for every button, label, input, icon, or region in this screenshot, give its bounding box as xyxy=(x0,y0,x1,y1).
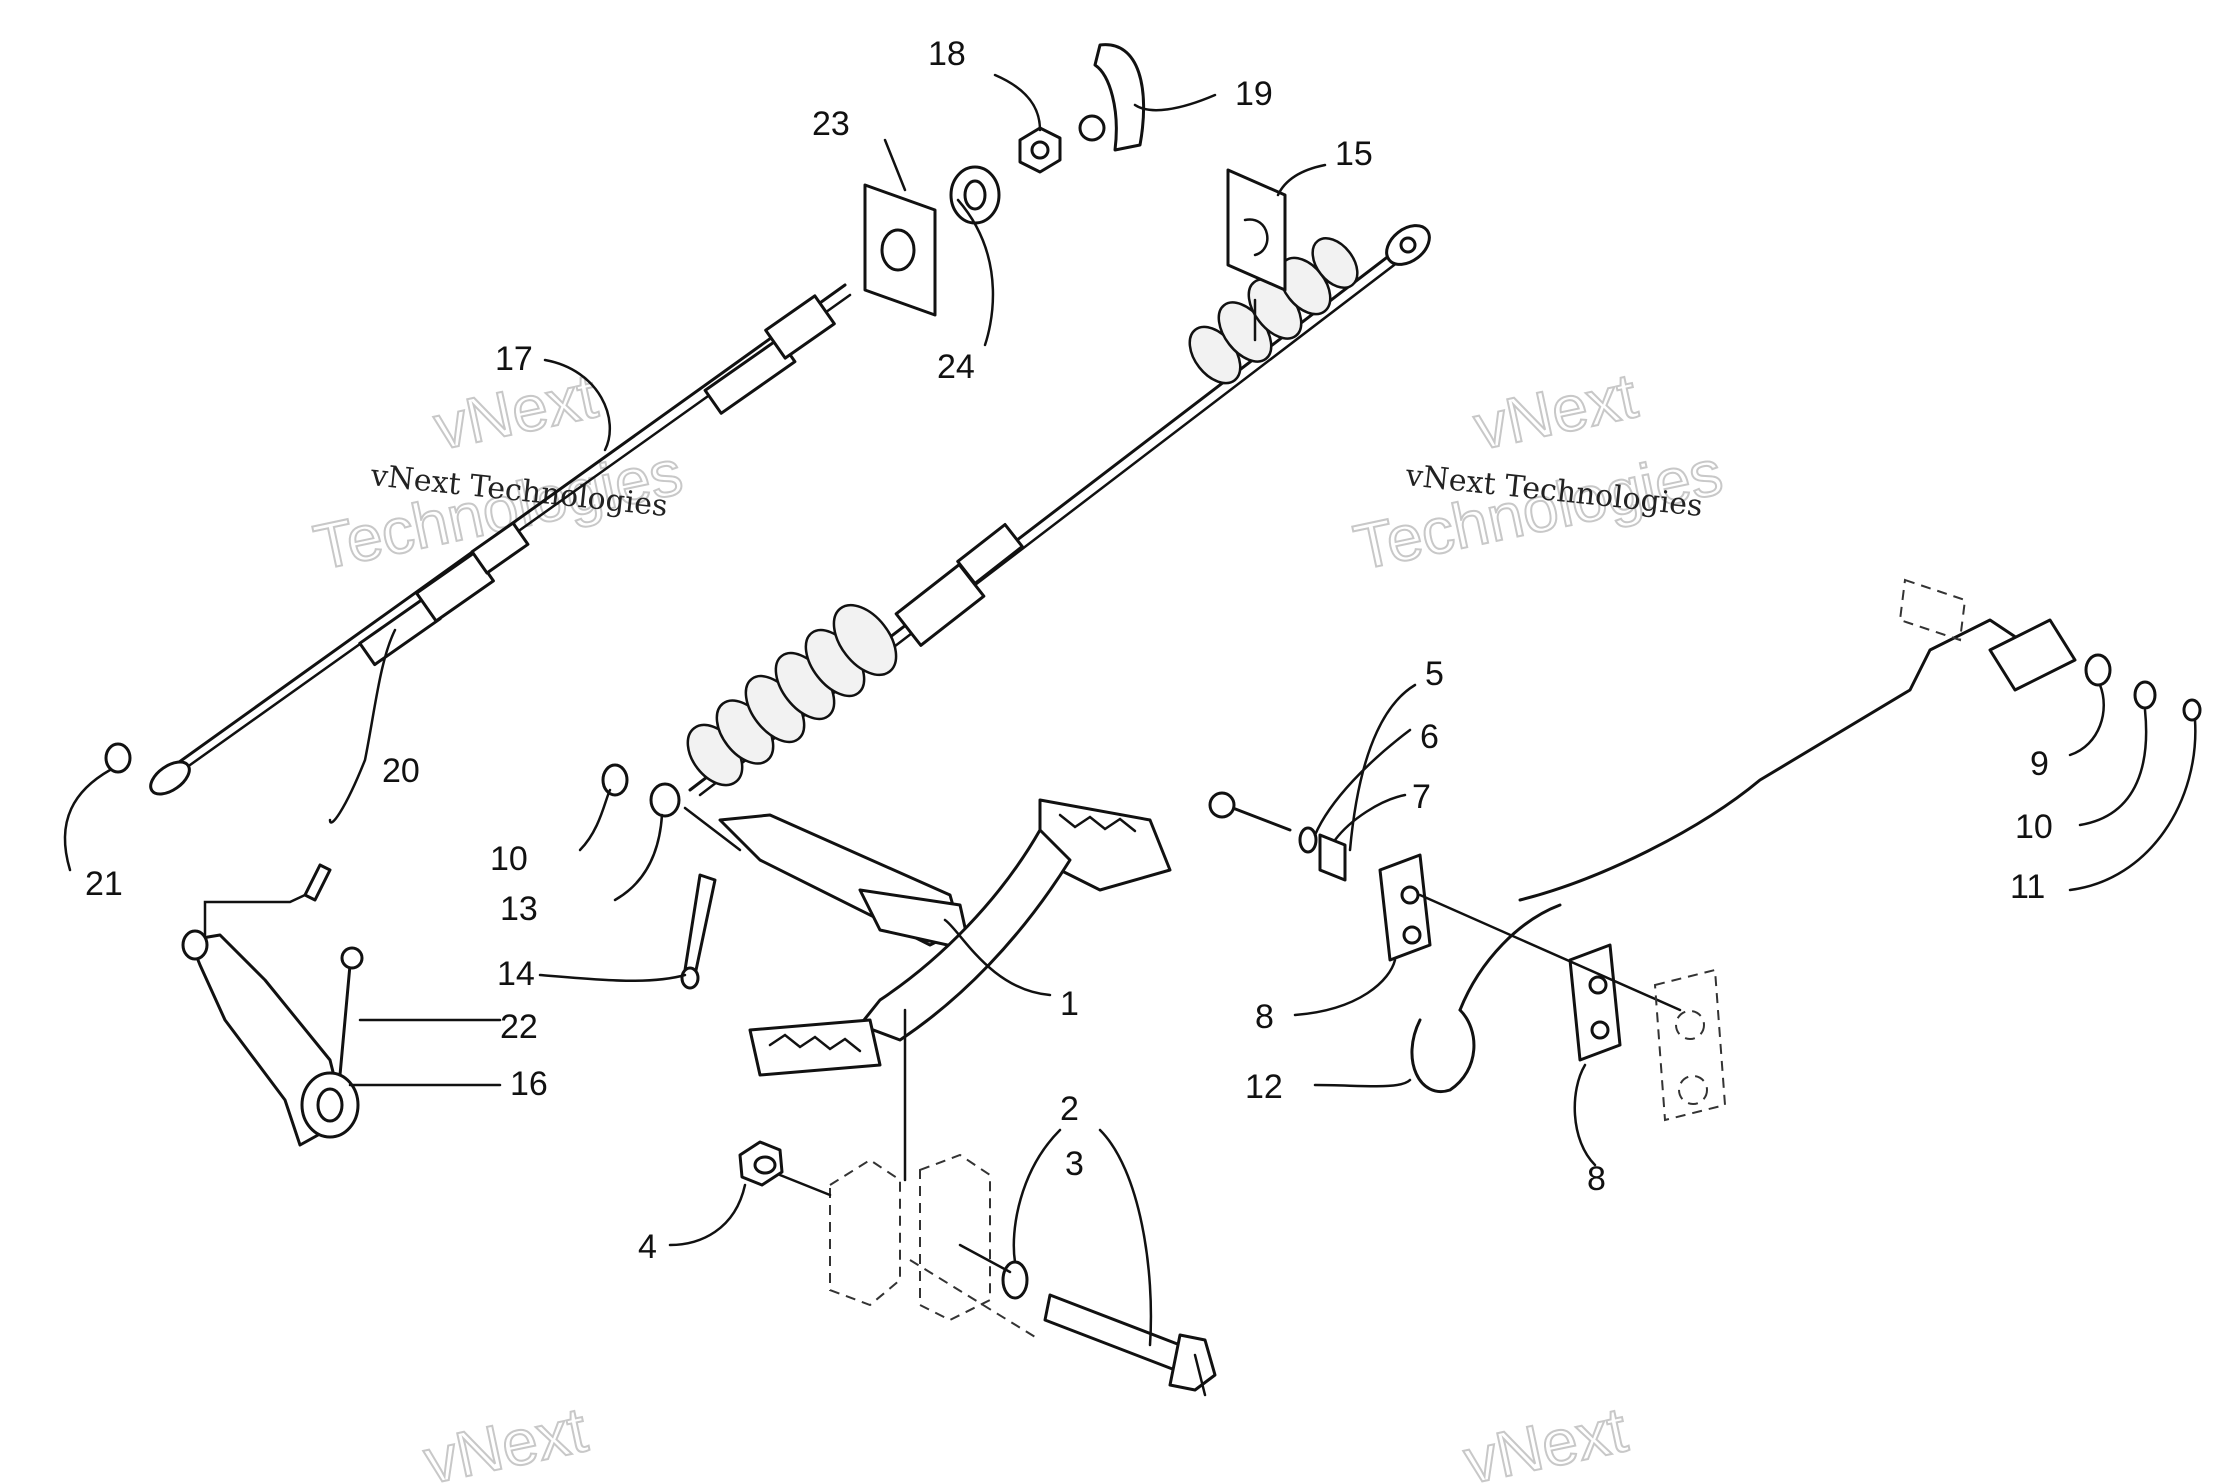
pin-20 xyxy=(303,863,332,902)
callout-16: 16 xyxy=(510,1065,548,1103)
clip-19 xyxy=(1078,43,1146,152)
callout-7: 7 xyxy=(1412,778,1431,816)
bolt-5 xyxy=(1208,791,1292,832)
spacer-7 xyxy=(1318,833,1347,882)
end-bracket xyxy=(1898,578,2077,692)
callout-9: 9 xyxy=(2030,745,2049,783)
callout-8-right: 8 xyxy=(1587,1160,1606,1198)
washer-21 xyxy=(104,742,132,774)
callout-18: 18 xyxy=(928,35,966,73)
washer-9 xyxy=(2084,653,2112,687)
washer-24 xyxy=(949,165,1001,225)
clamp-8-left xyxy=(1378,853,1432,962)
linkage-rod xyxy=(1410,618,2052,1093)
callout-21: 21 xyxy=(85,865,123,903)
callout-11: 11 xyxy=(2010,868,2045,906)
clamp-8-right xyxy=(1568,943,1622,1062)
callout-1: 1 xyxy=(1060,985,1079,1023)
watermark-big-line1: vNext xyxy=(418,1393,593,1484)
watermark-big-line1: vNext xyxy=(1468,359,1643,463)
mount-bracket xyxy=(829,1153,1041,1341)
nut-4 xyxy=(738,1140,784,1187)
callout-14: 14 xyxy=(497,955,535,993)
clip-15 xyxy=(1226,168,1287,292)
callout-5: 5 xyxy=(1425,655,1444,693)
washer-10-left xyxy=(601,763,629,797)
lower-spring-boot xyxy=(686,603,898,787)
cotter-pin-14 xyxy=(680,873,717,990)
leader-lines xyxy=(63,73,2197,1397)
callout-labels: 1 2 3 4 5 6 7 8 8 9 10 10 11 12 13 14 15… xyxy=(85,35,2053,1266)
watermark-big-line1: vNext xyxy=(1458,1393,1633,1484)
callout-22: 22 xyxy=(500,1008,538,1046)
callout-12: 12 xyxy=(1245,1068,1283,1106)
plate-23 xyxy=(863,183,937,317)
center-cable xyxy=(686,224,1431,797)
watermark-right: vNext Technologies vNext Technologies xyxy=(1347,358,1729,584)
clip-11 xyxy=(2182,698,2202,722)
callout-10-left: 10 xyxy=(490,840,528,878)
lever-16 xyxy=(181,929,360,1147)
callout-4: 4 xyxy=(638,1228,657,1266)
nut-18 xyxy=(1018,126,1062,174)
callout-23: 23 xyxy=(812,105,850,143)
bolt-22 xyxy=(338,946,364,1077)
callout-19: 19 xyxy=(1235,75,1273,113)
callout-20: 20 xyxy=(382,752,420,790)
washer-6 xyxy=(1298,826,1318,854)
callout-13: 13 xyxy=(500,890,538,928)
callout-15: 15 xyxy=(1335,135,1373,173)
callout-17: 17 xyxy=(495,340,533,378)
washer-2 xyxy=(1001,1260,1029,1300)
callout-2: 2 xyxy=(1060,1090,1079,1128)
callout-10-right: 10 xyxy=(2015,808,2053,846)
bushing-13 xyxy=(649,782,681,818)
callout-3: 3 xyxy=(1065,1145,1084,1183)
watermark-bottom: vNext vNext xyxy=(417,1392,1634,1484)
left-cable xyxy=(106,283,852,796)
washer-10-right xyxy=(2133,680,2157,710)
brake-pedal xyxy=(718,798,1172,1077)
callout-24: 24 xyxy=(937,348,975,386)
callout-6: 6 xyxy=(1420,718,1439,756)
bolt-3 xyxy=(1043,1293,1217,1392)
frame-plate-ghost xyxy=(1653,968,1727,1122)
callout-8-left: 8 xyxy=(1255,998,1274,1036)
